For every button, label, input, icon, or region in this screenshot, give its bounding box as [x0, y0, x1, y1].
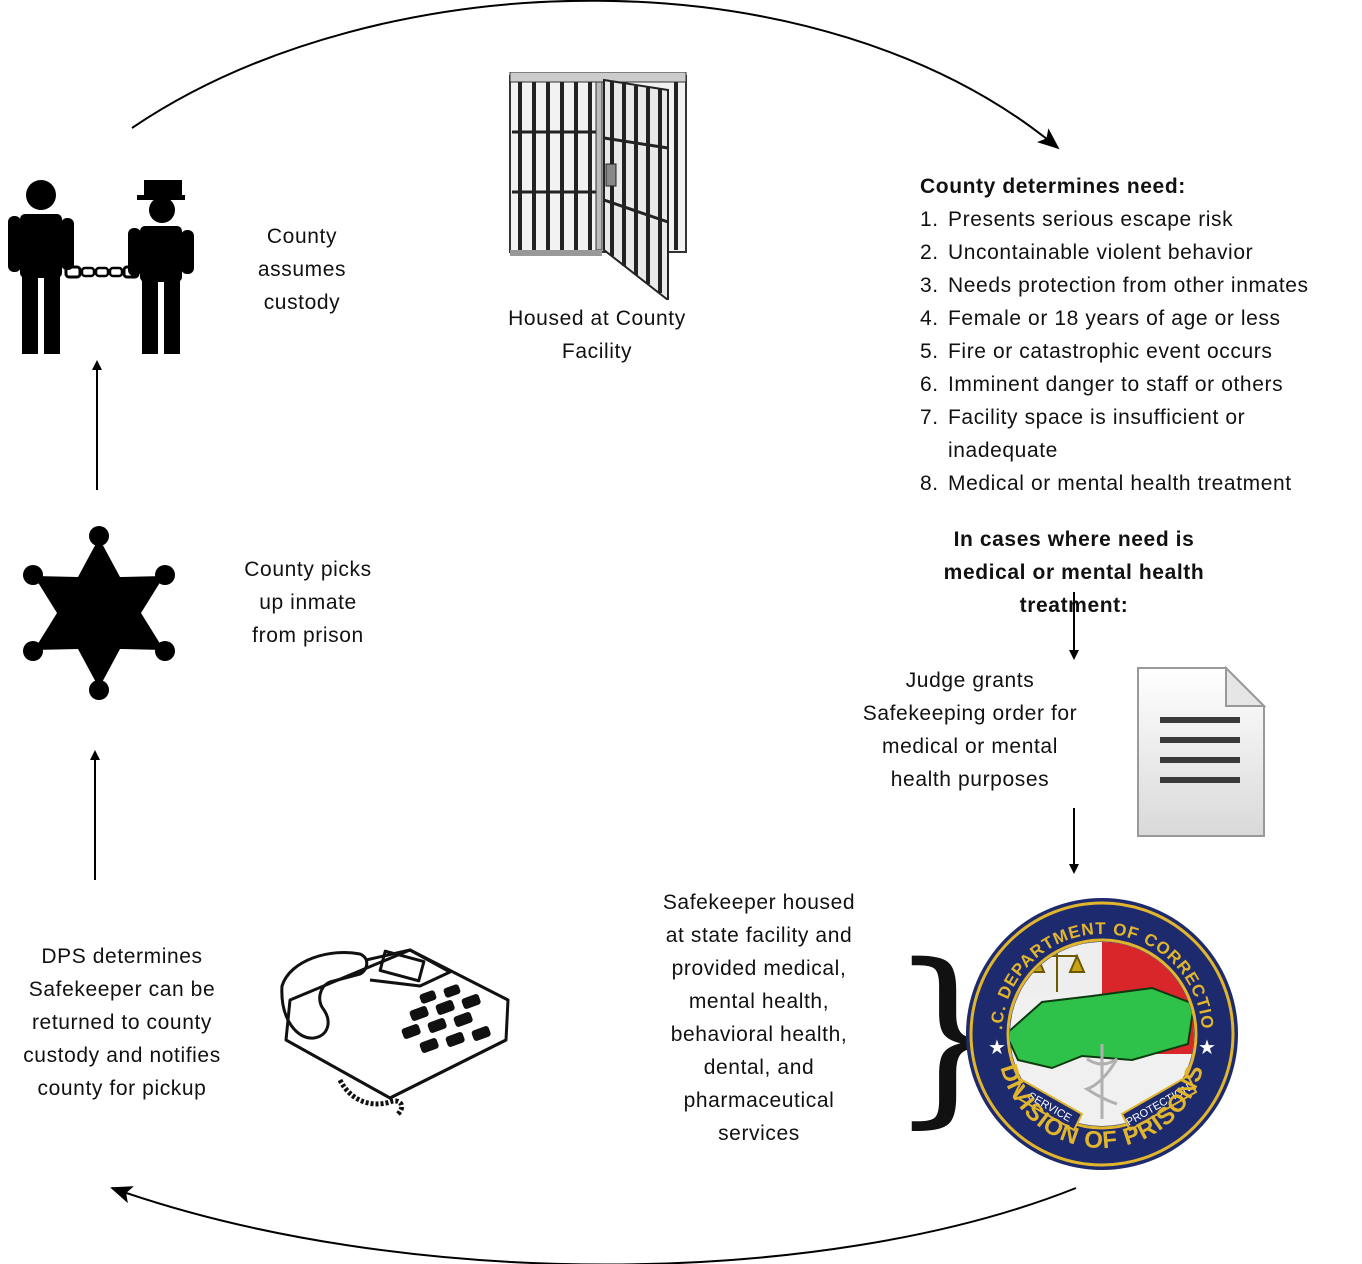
criteria-heading: County determines need: [920, 175, 1186, 198]
criteria-item-number: 4. [920, 307, 939, 330]
handcuffed-prisoner-icon [8, 180, 194, 354]
medical-case-heading: In cases where need is medical or mental… [943, 528, 1205, 617]
criteria-item: 5. Fire or catastrophic event occurs [920, 335, 1360, 368]
step-housed-at-county: Housed at County Facility [508, 307, 686, 363]
criteria-item: 8. Medical or mental health treatment [920, 467, 1360, 500]
top-curved-arrow [131, 0, 1060, 150]
jail-cell-door-icon [509, 72, 687, 300]
sheriff-star-icon [23, 526, 175, 700]
criteria-item-text: Medical or mental health treatment [948, 472, 1292, 495]
svg-text:★: ★ [988, 1035, 1006, 1059]
criteria-block: County determines need: 1. Presents serio… [920, 170, 1360, 500]
step-judge-grants: Judge grants Safekeeping order for medic… [862, 669, 1078, 791]
criteria-item-number: 2. [920, 241, 939, 264]
criteria-list: 1. Presents serious escape risk 2. Uncontai… [920, 203, 1360, 500]
criteria-item-number: 1. [920, 208, 939, 231]
criteria-item-text: Female or 18 years of age or less [948, 307, 1281, 330]
criteria-item-text: Needs protection from other inmates [948, 274, 1309, 297]
criteria-item-number: 5. [920, 340, 939, 363]
criteria-item-text: Imminent danger to staff or others [948, 373, 1284, 396]
criteria-item: 4. Female or 18 years of age or less [920, 302, 1360, 335]
criteria-item: 6. Imminent danger to staff or others [920, 368, 1360, 401]
document-icon [1137, 665, 1267, 837]
svg-text:★: ★ [1198, 1035, 1216, 1059]
criteria-item-number: 8. [920, 472, 939, 495]
division-of-prisons-seal: SERVICE PROTECTION ★ ★ N.C. DEPARTMENT O… [962, 884, 1238, 1170]
criteria-item-text: Facility space is insufficient or inadeq… [948, 406, 1246, 462]
step-safekeeper-housed: Safekeeper housed at state facility and … [662, 891, 856, 1145]
step-dps-determines: DPS determines Safekeeper can be returne… [23, 945, 221, 1100]
criteria-item-text: Uncontainable violent behavior [948, 241, 1254, 264]
step-county-assumes-custody: County assumes custody [257, 225, 347, 314]
criteria-item: 1. Presents serious escape risk [920, 203, 1360, 236]
criteria-item: 2. Uncontainable violent behavior [920, 236, 1360, 269]
telephone-icon [280, 948, 510, 1116]
criteria-item-text: Fire or catastrophic event occurs [948, 340, 1273, 363]
criteria-item-number: 3. [920, 274, 939, 297]
step-county-picks-up: County picks up inmate from prison [244, 558, 372, 647]
criteria-item: 7. Facility space is insufficient or inad… [920, 401, 1360, 467]
criteria-item: 3. Needs protection from other inmates [920, 269, 1360, 302]
criteria-item-text: Presents serious escape risk [948, 208, 1234, 231]
criteria-item-number: 7. [920, 406, 939, 429]
criteria-item-number: 6. [920, 373, 939, 396]
bottom-curved-arrow [110, 1186, 1077, 1264]
